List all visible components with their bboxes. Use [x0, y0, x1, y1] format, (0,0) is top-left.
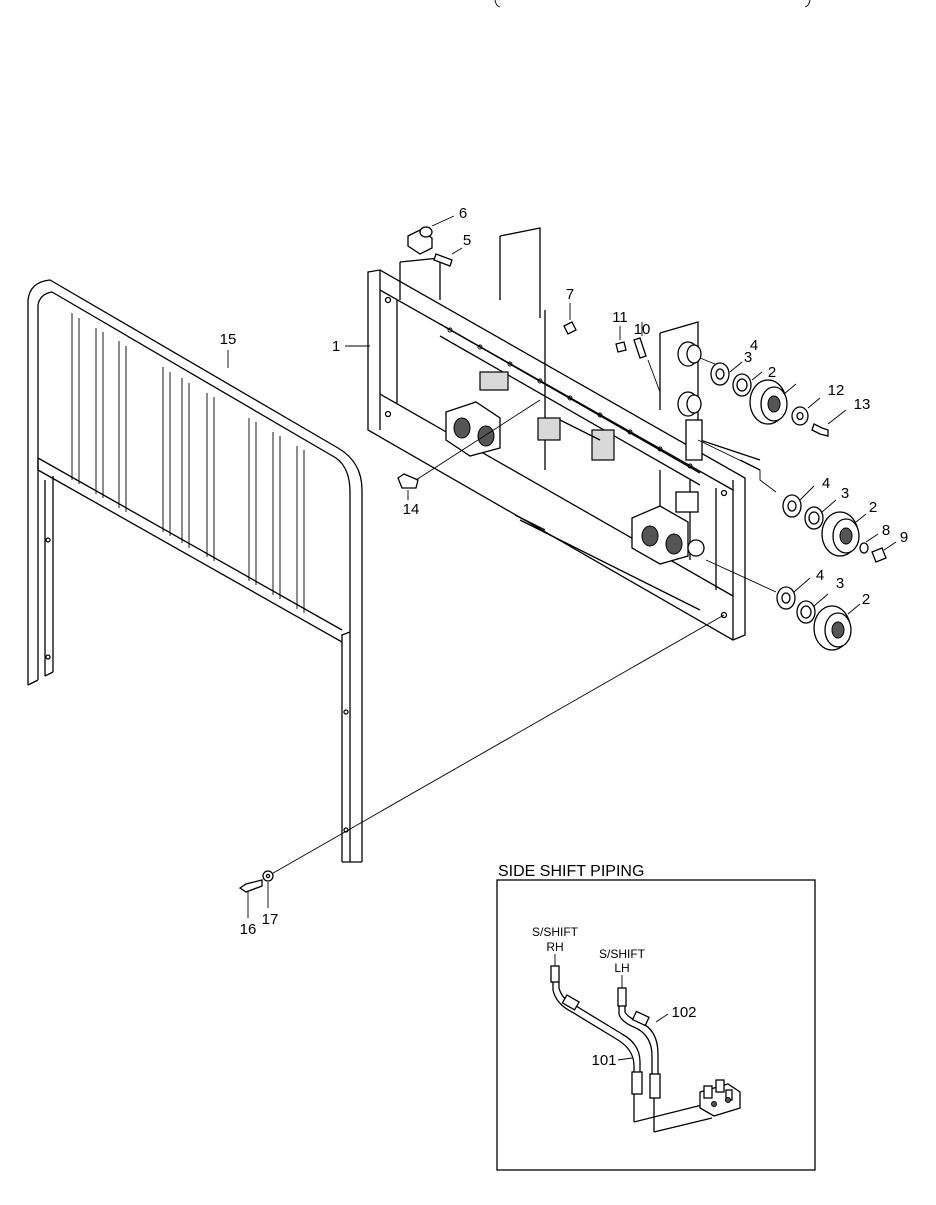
callout-7: 7 [566, 286, 574, 303]
callout-2-upper: 2 [768, 364, 776, 381]
carriage-frame [367, 227, 761, 641]
inset-title: SIDE SHIFT PIPING [498, 863, 644, 880]
part-7-nut [563, 303, 577, 335]
callout-6: 6 [459, 205, 467, 222]
load-backrest [27, 279, 363, 863]
callout-3-upper: 3 [744, 349, 752, 366]
label-sshift-rh-2: RH [546, 940, 563, 954]
inset-frame [496, 879, 816, 1171]
callout-10: 10 [634, 321, 651, 338]
callout-13: 13 [854, 396, 871, 413]
hose-102 [617, 987, 713, 1133]
middle-roller-stack [697, 439, 897, 563]
callout-17: 17 [262, 911, 279, 928]
callout-leaders [227, 345, 370, 368]
callout-labels: 1 2 2 2 3 3 3 4 4 4 5 6 7 8 9 10 11 12 1… [220, 205, 909, 938]
backrest-bolt-washer [238, 614, 725, 918]
part-10-bolt [633, 322, 661, 393]
part-6-grease-nipple [407, 215, 455, 255]
hook-clamp-right [631, 505, 705, 565]
callout-1: 1 [332, 338, 340, 355]
hose-101 [550, 965, 707, 1123]
callout-16: 16 [240, 921, 257, 938]
callout-8: 8 [882, 522, 890, 539]
part-5-bolt [433, 247, 463, 267]
manifold-block [699, 1079, 741, 1117]
side-shift-piping-inset: SIDE SHIFT PIPING S/SHIFT RH S/SHIFT LH [496, 863, 816, 1171]
callout-15: 15 [220, 331, 237, 348]
callout-102: 102 [671, 1004, 696, 1021]
callout-9: 9 [900, 529, 908, 546]
roller-axles-upper [677, 341, 702, 417]
callout-12: 12 [828, 382, 845, 399]
callout-4-upper: 4 [750, 337, 758, 354]
hook-clamp-left [445, 401, 501, 457]
callout-4-lower: 4 [816, 567, 824, 584]
callout-2-lower: 2 [862, 591, 870, 608]
callout-3-lower: 3 [836, 575, 844, 592]
upper-roller-stack [699, 357, 847, 437]
callout-11: 11 [612, 309, 628, 326]
callout-14: 14 [403, 501, 420, 518]
label-sshift-lh-1: S/SHIFT [599, 947, 646, 961]
top-edge-remnant [494, 0, 811, 8]
part-11-nut [615, 326, 627, 353]
callout-4-middle: 4 [822, 475, 830, 492]
part-14-bolt [397, 399, 541, 500]
label-sshift-rh-1: S/SHIFT [532, 925, 579, 939]
callout-101: 101 [591, 1052, 616, 1069]
callout-2-middle: 2 [869, 499, 877, 516]
callout-3-middle: 3 [841, 485, 849, 502]
lower-roller-stack [705, 559, 861, 651]
callout-5: 5 [463, 232, 471, 249]
label-sshift-lh-2: LH [614, 961, 629, 975]
